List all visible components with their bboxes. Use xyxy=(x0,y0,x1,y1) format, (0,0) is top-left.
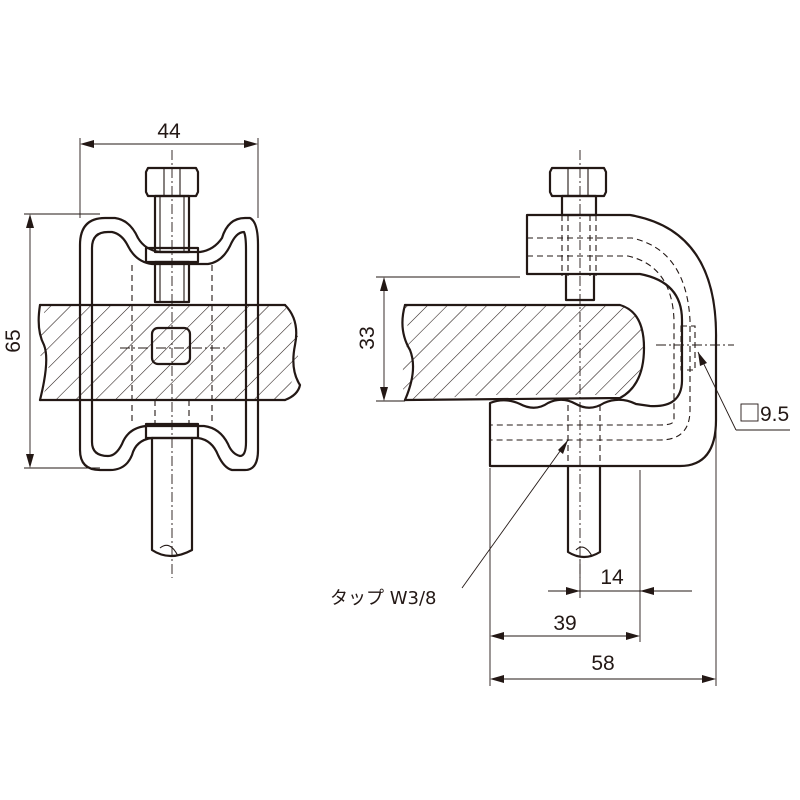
side-view: 33 9.5 タップ W3/8 14 xyxy=(330,150,790,686)
front-clamp-inner xyxy=(90,230,248,458)
front-view: 44 65 xyxy=(2,120,302,578)
dim-height-front-label: 65 xyxy=(2,329,25,352)
dim-offset-14-label: 14 xyxy=(600,566,624,589)
dim-width-front-label: 44 xyxy=(157,120,181,143)
dim-length-39: 39 xyxy=(489,468,641,686)
dim-offset-14: 14 xyxy=(548,470,692,598)
dim-flange-thickness: 33 xyxy=(356,276,520,402)
tap-label: タップ W3/8 xyxy=(330,588,437,609)
dim-flange-thickness-label: 33 xyxy=(356,326,379,349)
dim-width-front: 44 xyxy=(79,120,259,218)
front-square-hole xyxy=(150,326,192,366)
front-clamp-outer xyxy=(78,216,260,472)
tap-callout: タップ W3/8 xyxy=(330,439,569,609)
dim-length-58: 58 xyxy=(490,420,717,686)
side-clamp-body xyxy=(488,213,718,468)
side-beam-section xyxy=(401,303,646,402)
front-beam-section xyxy=(37,303,302,402)
side-bolt xyxy=(548,166,608,302)
dim-length-58-label: 58 xyxy=(591,652,614,675)
dim-length-39-label: 39 xyxy=(553,612,576,635)
dim-square-hole-label: 9.5 xyxy=(760,403,789,426)
front-hanger-rod xyxy=(150,436,194,558)
side-hanger-rod xyxy=(566,405,602,559)
dim-height-front: 65 xyxy=(2,213,100,469)
dim-square-hole: 9.5 xyxy=(697,351,790,431)
